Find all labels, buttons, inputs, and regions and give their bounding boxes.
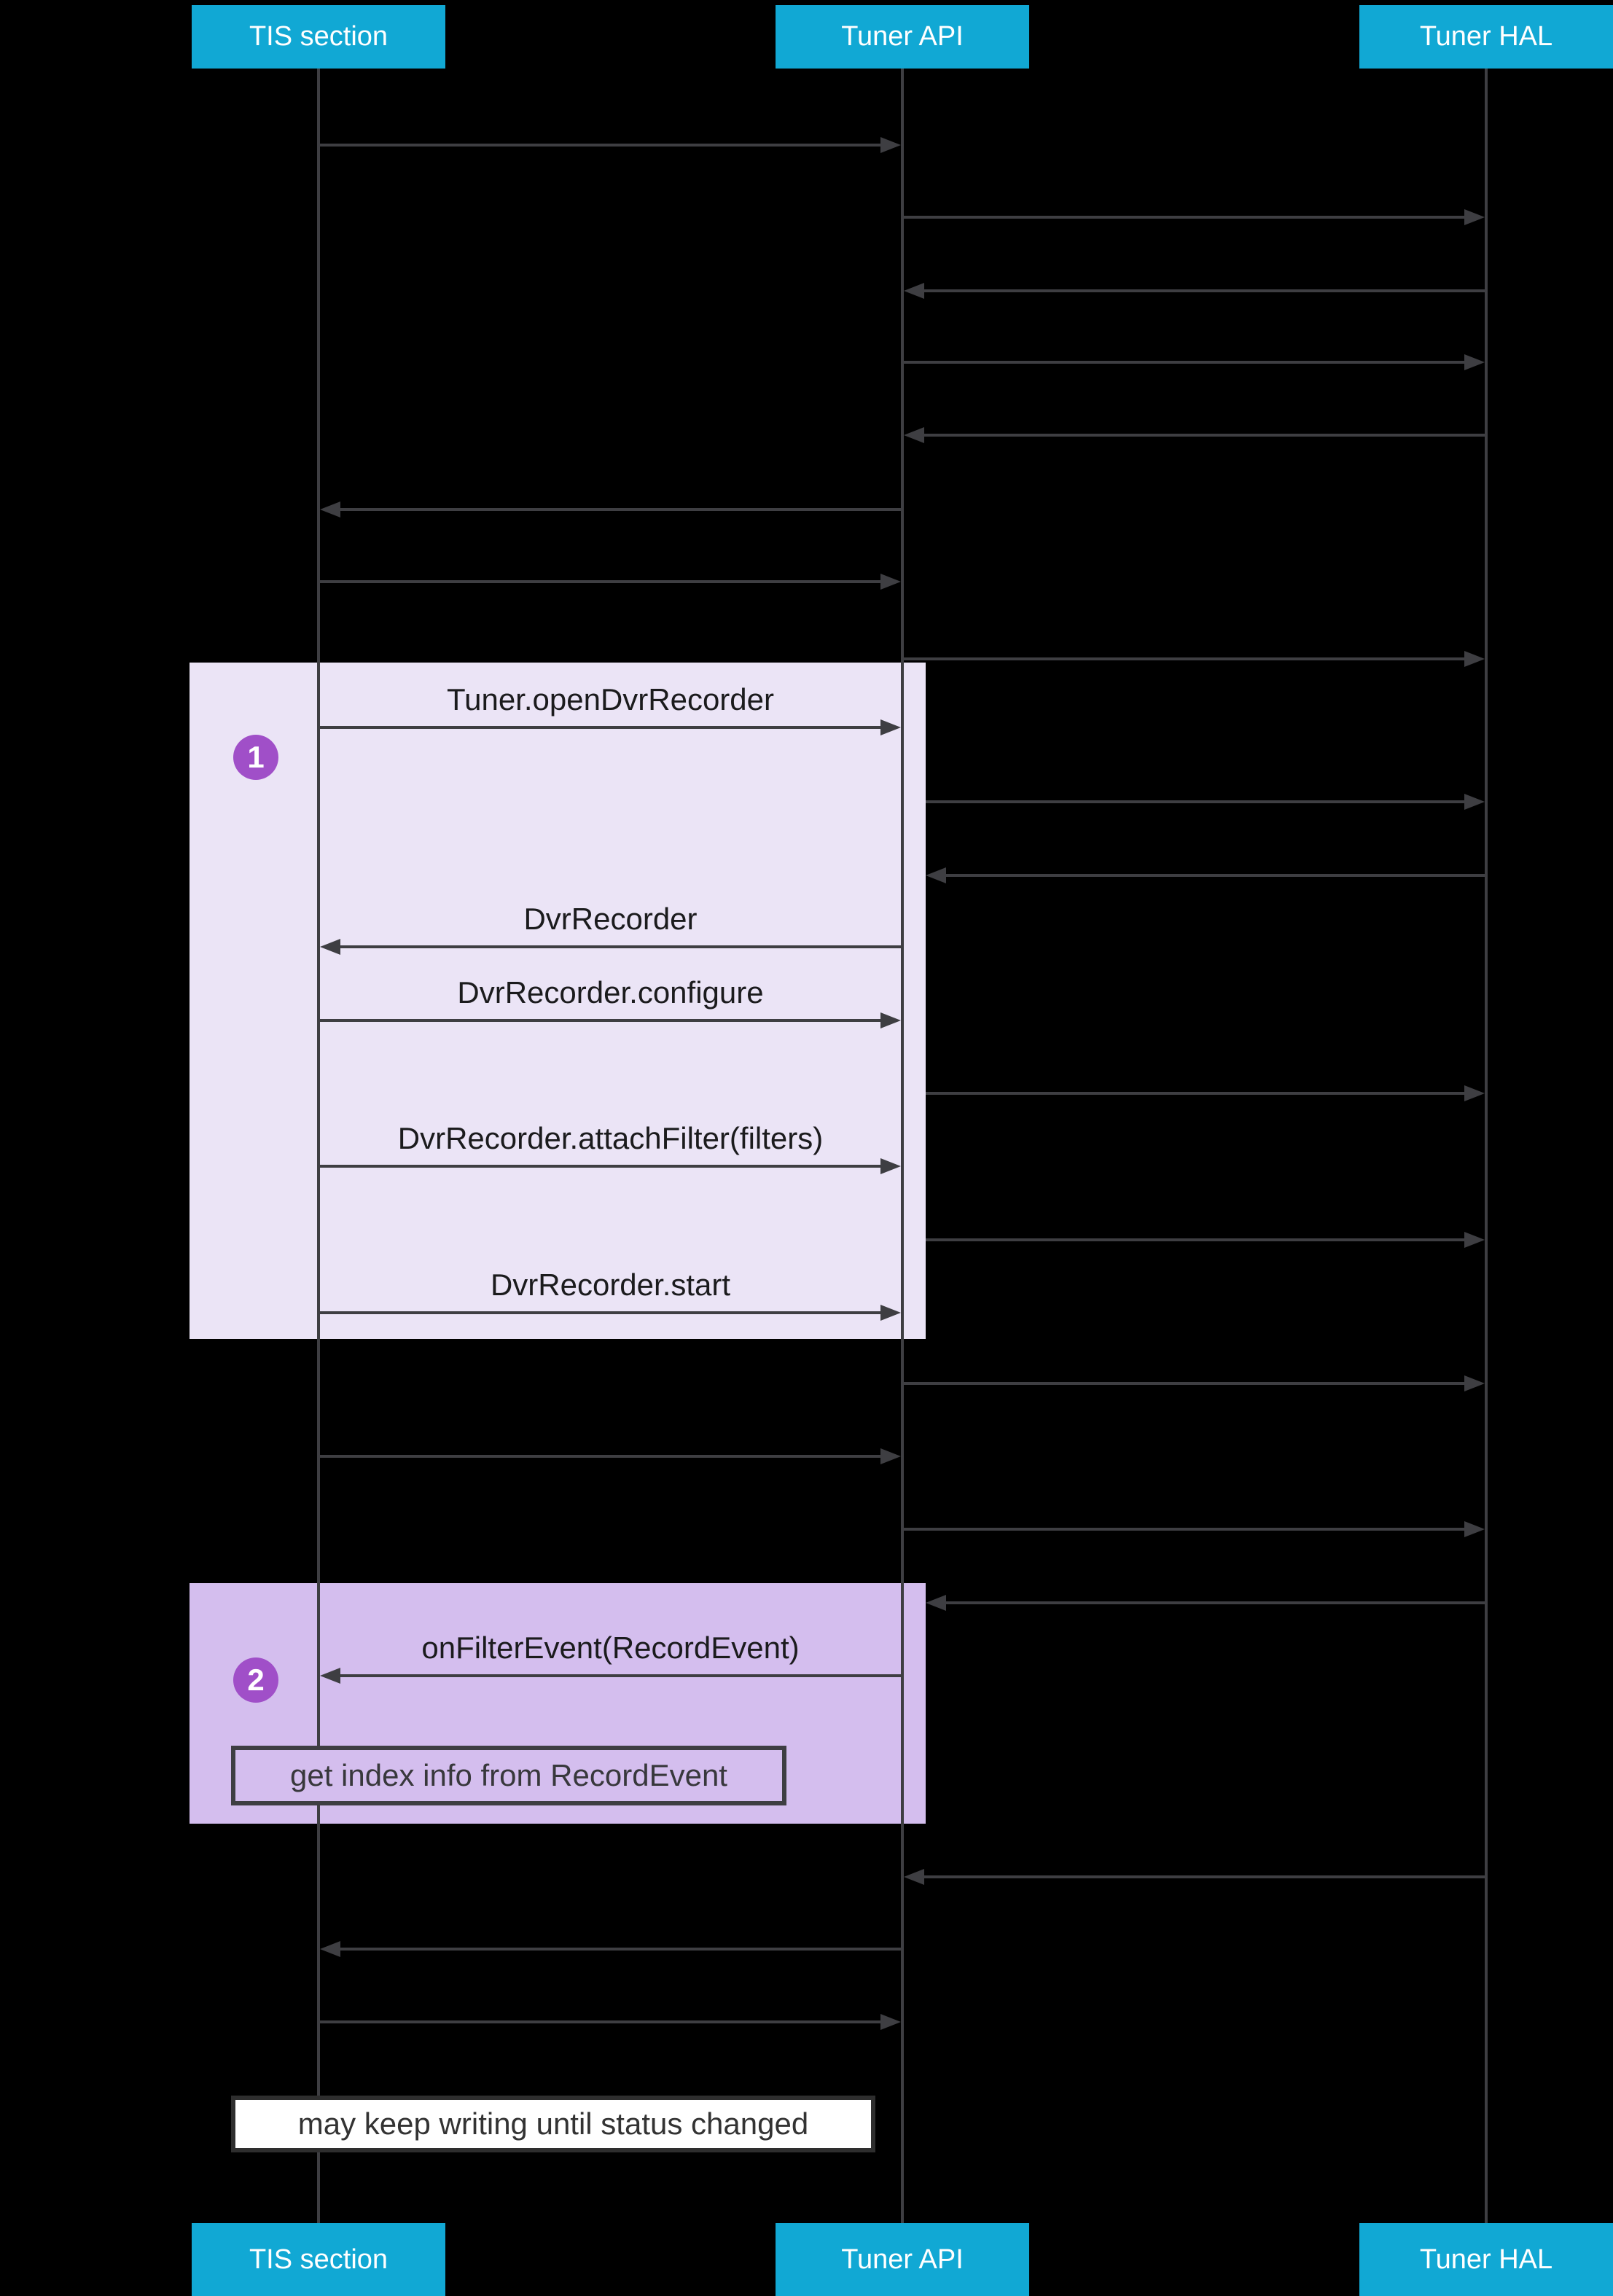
lifeline-header-bottom-tis: TIS section [192,2223,445,2296]
message-arrow-line [320,1165,882,1168]
message-arrowhead-left [320,939,340,955]
message-arrowhead-right [880,574,901,590]
step-badge-1: 1 [233,735,278,780]
message-arrow-line [926,1238,1466,1241]
lifeline-header-top-api: Tuner API [776,5,1029,69]
lifeline-hal [1485,69,1488,2223]
message-arrowhead-right [1464,1375,1485,1391]
lifeline-header-bottom-api: Tuner API [776,2223,1029,2296]
message-arrow-line [904,657,1466,660]
message-arrowhead-right [1464,1232,1485,1248]
lifeline-tis [317,69,320,2223]
message-arrowhead-left [320,1941,340,1957]
message-arrow-line [320,2020,882,2023]
message-arrow-line [904,1382,1466,1385]
message-arrowhead-right [880,1012,901,1028]
lifeline-header-top-hal: Tuner HAL [1359,5,1613,69]
lifeline-header-top-tis: TIS section [192,5,445,69]
message-arrow-line [320,1019,882,1022]
message-arrow-line [320,144,882,147]
message-arrow-line [339,945,901,948]
message-arrow-line [320,1455,882,1458]
message-arrow-line [320,580,882,583]
message-arrow-line [904,361,1466,364]
message-arrowhead-left [904,427,924,443]
message-arrowhead-left [320,501,340,518]
note-box-1: get index info from RecordEvent [231,1746,786,1805]
message-arrowhead-right [880,1305,901,1321]
message-arrowhead-right [880,2014,901,2030]
message-arrowhead-left [904,283,924,299]
message-arrowhead-right [880,1448,901,1464]
message-label: DvrRecorder.configure [457,975,764,1010]
message-arrow-line [923,1875,1485,1878]
message-label: DvrRecorder [523,902,698,936]
message-arrowhead-right [1464,794,1485,810]
message-arrow-line [904,1528,1466,1531]
message-arrowhead-right [880,137,901,153]
message-arrowhead-left [320,1668,340,1684]
message-label: DvrRecorder.start [490,1268,731,1302]
message-arrowhead-right [1464,1085,1485,1101]
message-arrow-line [945,874,1485,877]
lifeline-api [901,69,904,2223]
message-arrowhead-left [926,867,946,883]
message-arrowhead-right [880,1158,901,1174]
message-arrow-line [904,216,1466,219]
highlight-region-1 [190,663,926,1339]
step-badge-2: 2 [233,1657,278,1703]
message-arrowhead-right [1464,651,1485,667]
message-arrow-line [923,289,1485,292]
message-arrow-line [320,726,882,729]
message-arrow-line [945,1601,1485,1604]
message-label: onFilterEvent(RecordEvent) [421,1631,800,1665]
message-arrow-line [923,434,1485,437]
message-arrowhead-right [1464,1521,1485,1537]
message-arrowhead-left [926,1595,946,1611]
message-label: Tuner.openDvrRecorder [447,682,774,716]
message-arrow-line [339,1948,901,1951]
message-arrow-line [926,800,1466,803]
message-arrow-line [320,1311,882,1314]
message-arrowhead-right [880,719,901,735]
message-arrow-line [339,1674,901,1677]
message-arrowhead-right [1464,209,1485,225]
note-box-2: may keep writing until status changed [231,2096,875,2152]
message-arrowhead-right [1464,354,1485,370]
message-label: DvrRecorder.attachFilter(filters) [397,1121,824,1155]
message-arrow-line [339,508,901,511]
lifeline-header-bottom-hal: Tuner HAL [1359,2223,1613,2296]
message-arrowhead-left [904,1869,924,1885]
message-arrow-line [926,1092,1466,1095]
